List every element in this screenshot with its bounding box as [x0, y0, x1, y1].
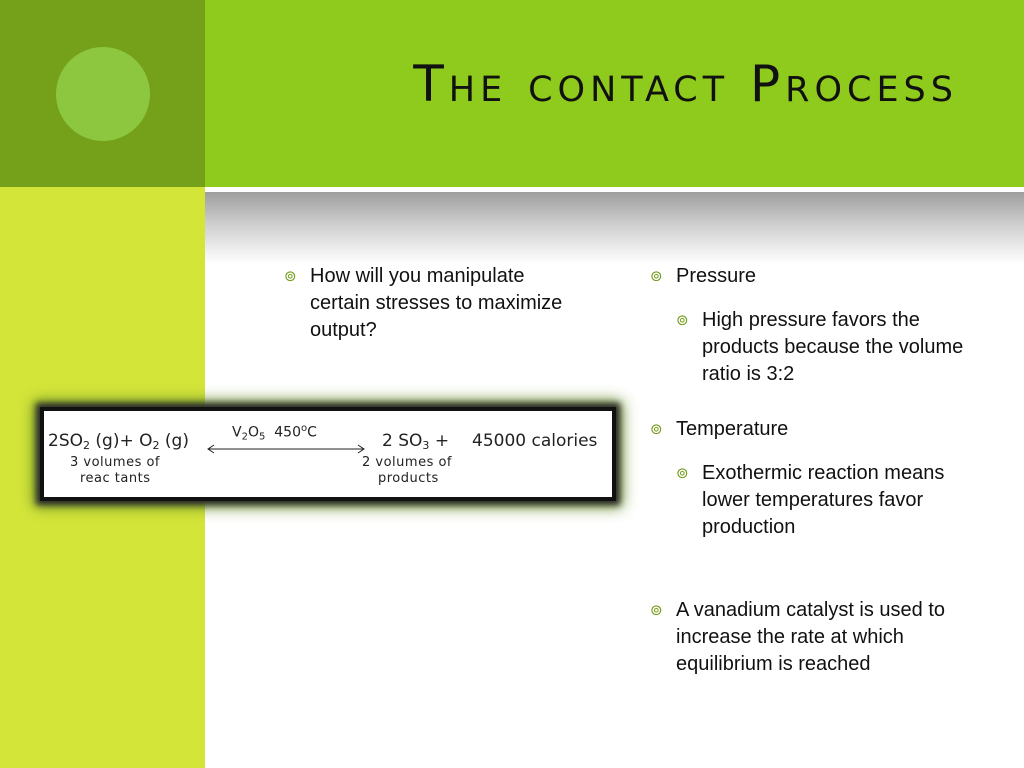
reactant-1-state: (g) [95, 431, 120, 451]
slide-title: The contact Process [413, 55, 958, 113]
catalyst-label: V2O5 450oC [232, 423, 317, 443]
bullet-icon: ⊚ [650, 268, 663, 285]
temperature-value: 450 [274, 424, 301, 441]
bullet-pressure: ⊚ Pressure [650, 263, 980, 290]
product-subscript: 3 [422, 439, 430, 452]
bullet-icon: ⊚ [676, 312, 689, 329]
gradient-band [205, 192, 1024, 264]
bullet-catalyst: ⊚ A vanadium catalyst is used to increas… [650, 597, 980, 678]
title-band [205, 0, 1024, 187]
catalyst-v: V [232, 424, 242, 441]
bullet-text: High pressure favors the products becaus… [702, 309, 964, 385]
bullet-text: Exothermic reaction means lower temperat… [702, 462, 945, 538]
plus-sign: + [434, 431, 450, 451]
decorative-circle [56, 47, 150, 141]
bullet-temperature: ⊚ Temperature [650, 416, 980, 443]
bullet-text: Temperature [676, 418, 789, 440]
title-divider [205, 187, 1024, 192]
reactant-label-note: reac tants [80, 471, 151, 486]
bullet-icon: ⊚ [650, 602, 663, 619]
reactant-1: 2SO [48, 431, 83, 451]
temperature-unit: C [307, 424, 317, 441]
equation-figure: 2SO2 (g)+ O2 (g) V2O5 450oC 2 SO3 + 4500… [40, 407, 616, 501]
bullet-text: A vanadium catalyst is used to increase … [676, 599, 946, 675]
reactant-2-state: (g) [164, 431, 189, 451]
reactant-volume-note: 3 volumes of [70, 455, 160, 470]
bullet-manipulate-stresses: ⊚ How will you manipulate certain stress… [284, 263, 574, 344]
reversible-arrow-icon [207, 444, 365, 454]
bullet-icon: ⊚ [676, 465, 689, 482]
catalyst-sub-2: 5 [258, 431, 266, 443]
equation-energy: 45000 calories [472, 431, 598, 451]
bullet-pressure-detail: ⊚ High pressure favors the products beca… [676, 307, 966, 388]
equation-reactants: 2SO2 (g)+ O2 (g) [48, 431, 189, 452]
plus-sign: + [119, 431, 134, 451]
bullet-temperature-detail: ⊚ Exothermic reaction means lower temper… [676, 460, 966, 541]
degree-mark: o [301, 423, 308, 434]
reactant-1-subscript: 2 [83, 439, 90, 452]
equation-products: 2 SO3 + [382, 431, 449, 452]
product-label-note: products [378, 471, 439, 486]
reactant-2: O [139, 431, 153, 451]
bullet-icon: ⊚ [284, 268, 297, 285]
product-volume-note: 2 volumes of [362, 455, 452, 470]
catalyst-sub-1: 2 [241, 431, 248, 443]
bullet-text: Pressure [676, 265, 757, 287]
bullet-icon: ⊚ [650, 421, 663, 438]
catalyst-o: O [247, 424, 259, 441]
reactant-2-subscript: 2 [152, 439, 160, 452]
product: 2 SO [382, 431, 423, 451]
bullet-text: How will you manipulate certain stresses… [310, 265, 563, 341]
